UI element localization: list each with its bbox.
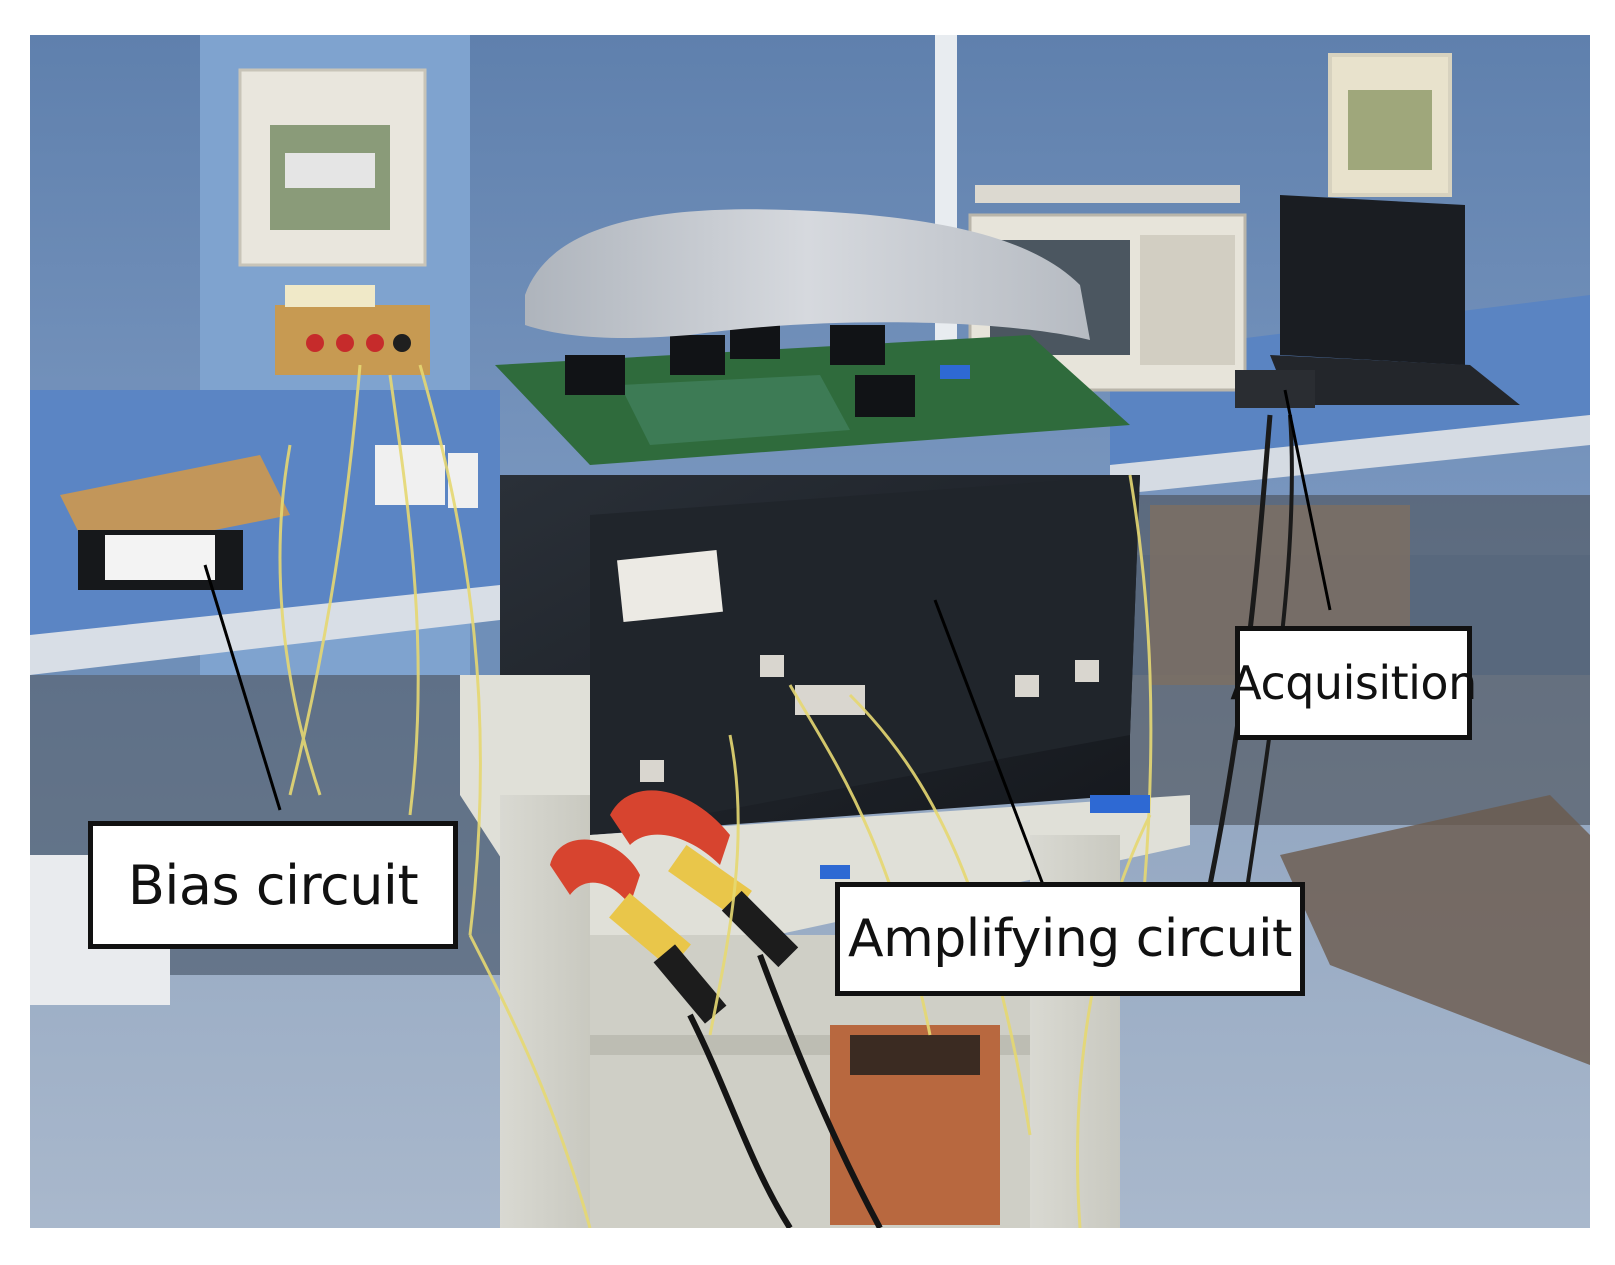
bias-circuit-label: Bias circuit: [88, 821, 458, 949]
relay-2: [670, 335, 725, 375]
breaker-switches: [285, 153, 375, 188]
black-cable-2: [687, 1013, 793, 1228]
lab-scene: [30, 35, 1590, 1228]
laptop-base: [1270, 355, 1520, 405]
probe-handle-1: [721, 890, 799, 968]
black-cable-1: [757, 953, 883, 1228]
current-probe-1: [610, 790, 730, 865]
cabinet-connector-1: [760, 655, 784, 677]
terminal-4: [393, 334, 411, 352]
tape-label: [617, 549, 723, 623]
terminal-2: [336, 334, 354, 352]
cabinet-connector-4: [640, 760, 664, 782]
current-probe-2: [550, 839, 640, 905]
crate: [1280, 795, 1590, 1065]
wall-picture-inner: [1348, 90, 1432, 170]
sub-pcb: [620, 375, 850, 445]
cabinet-connector-3: [1075, 660, 1099, 682]
pointer-bias: [203, 564, 282, 811]
probe-handle-2: [653, 944, 727, 1024]
terminal-tag: [285, 285, 375, 307]
pointer-amp: [933, 599, 1047, 891]
oscilloscope-panel: [1140, 235, 1235, 365]
pointer-acq: [1283, 389, 1332, 611]
laptop-screen: [1280, 195, 1465, 365]
terminal-3: [366, 334, 384, 352]
acquisition-label: Acquisition: [1230, 626, 1477, 740]
bias-board-white: [105, 535, 215, 580]
left-bench-edge: [30, 585, 500, 675]
relay-5: [730, 325, 780, 359]
blue-tape-2: [820, 865, 850, 879]
cover-cloth: [525, 209, 1090, 340]
cabinet-connector-2: [1015, 675, 1039, 697]
amplifying-circuit-label: Amplifying circuit: [835, 882, 1305, 996]
terminal-1: [306, 334, 324, 352]
probe-body-1: [668, 844, 752, 918]
right-bench-edge: [1110, 415, 1590, 495]
cabinet-front-face: [590, 475, 1140, 835]
lab-photo: Bias circuit Amplifying circuit Acquisit…: [30, 35, 1590, 1228]
blue-tape-3: [940, 365, 970, 379]
small-breaker-1: [375, 445, 445, 505]
relay-4: [855, 375, 915, 417]
black-cable-3: [1207, 414, 1273, 886]
acquisition-device: [1235, 370, 1315, 408]
blue-tape-1: [1090, 795, 1150, 813]
oscilloscope-handle: [975, 185, 1240, 203]
transformer-terminals: [850, 1035, 980, 1075]
bottom-margin: [0, 1228, 1615, 1265]
yellow-wires: [278, 364, 1153, 1228]
relay-1: [565, 355, 625, 395]
relay-3: [830, 325, 885, 365]
